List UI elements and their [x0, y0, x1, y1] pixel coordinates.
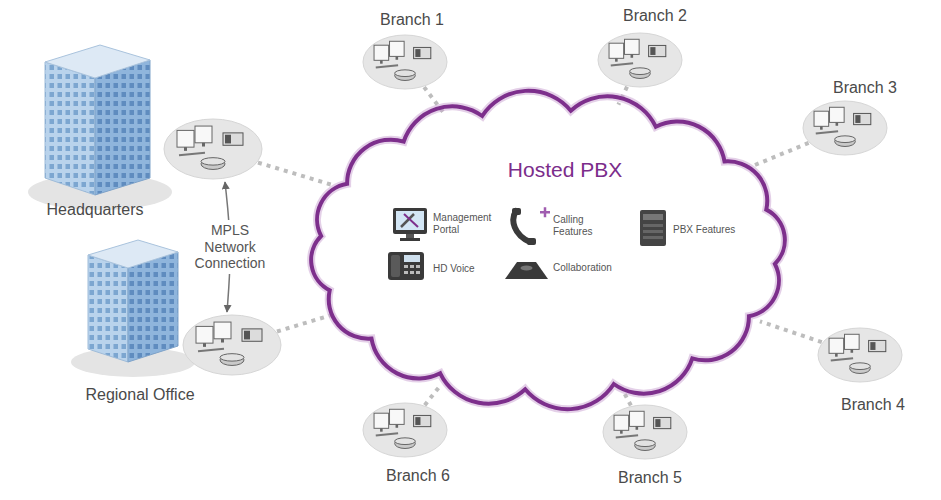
equipment-disc [163, 118, 263, 180]
dotted-link [258, 163, 331, 185]
equipment-disc [362, 402, 448, 458]
regional-building [71, 240, 195, 377]
conference-phone-icon [505, 262, 548, 279]
feature-label: Management Portal [433, 212, 501, 235]
branch-equipment: Branch 1 [362, 34, 448, 90]
portal-icon [393, 208, 427, 241]
equipment-disc [817, 327, 903, 383]
cloud-title: Hosted PBX [508, 158, 622, 182]
cloud-shape: Hosted PBX [320, 110, 776, 390]
dotted-link [749, 143, 808, 167]
equipment-disc [597, 32, 683, 88]
equipment-disc [362, 34, 448, 90]
dotted-link [277, 315, 331, 331]
feature-label: Collaboration [553, 262, 612, 274]
site-name: Branch 6 [386, 467, 450, 485]
dotted-link [760, 321, 822, 342]
equipment-disc [602, 404, 688, 460]
branch-equipment: Branch 3 [802, 100, 888, 156]
feature-label: HD Voice [433, 263, 475, 275]
cloud-outline [320, 110, 776, 390]
site-name: Branch 1 [380, 11, 444, 29]
handset-icon [512, 207, 550, 245]
site-equipment: Regional Office [182, 314, 282, 376]
site-name: Headquarters [47, 201, 144, 219]
feature-label: PBX Features [673, 224, 735, 236]
site-name: Branch 3 [833, 79, 897, 97]
branch-equipment: Branch 6 [362, 402, 448, 458]
site-name: Branch 4 [841, 396, 905, 414]
equipment-disc [182, 314, 282, 376]
headquarters-building [28, 45, 172, 210]
desk-phone-icon [388, 252, 424, 280]
site-name: Branch 2 [623, 7, 687, 25]
branch-equipment: Branch 2 [597, 32, 683, 88]
site-equipment: Headquarters [163, 118, 263, 180]
pbx-icon [640, 210, 666, 246]
branch-equipment: Branch 5 [602, 404, 688, 460]
site-name: Regional Office [85, 386, 194, 404]
equipment-disc [802, 100, 888, 156]
feature-label: Calling Features [553, 214, 611, 237]
site-name: Branch 5 [618, 469, 682, 487]
branch-equipment: Branch 4 [817, 327, 903, 383]
dotted-link [425, 386, 440, 405]
edge-label: MPLS Network Connection [185, 220, 275, 274]
